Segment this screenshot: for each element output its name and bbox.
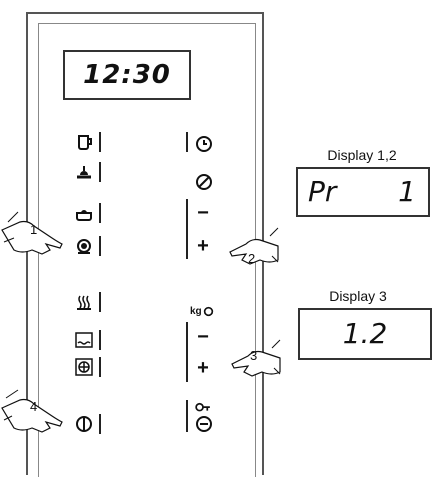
key-divider bbox=[186, 322, 188, 382]
kg-label: kg bbox=[190, 306, 202, 317]
key-divider bbox=[99, 414, 101, 434]
heat-bottom-icon[interactable] bbox=[74, 330, 94, 350]
key-divider bbox=[186, 132, 188, 152]
fan-icon[interactable] bbox=[74, 357, 94, 377]
key-divider bbox=[186, 400, 188, 432]
main-display: 12:30 bbox=[63, 50, 191, 100]
plus-button[interactable]: + bbox=[197, 235, 209, 257]
key-divider bbox=[186, 199, 188, 259]
minus-button[interactable]: − bbox=[197, 202, 209, 224]
defrost-jug-icon[interactable] bbox=[74, 132, 94, 152]
start-icon[interactable] bbox=[194, 414, 214, 434]
clock-icon[interactable] bbox=[194, 134, 214, 154]
steam-icon[interactable] bbox=[74, 292, 94, 312]
timer-icon[interactable] bbox=[194, 172, 214, 192]
kg-clock-icon bbox=[203, 306, 214, 317]
callout-1: 1 bbox=[30, 222, 38, 237]
power-icon[interactable] bbox=[74, 414, 94, 434]
minus-button[interactable]: − bbox=[197, 326, 209, 348]
pot-icon[interactable] bbox=[74, 203, 94, 223]
key-divider bbox=[99, 203, 101, 223]
callout-3: 3 bbox=[250, 348, 258, 363]
callout-2: 2 bbox=[248, 251, 256, 266]
display-12-left: Pr bbox=[308, 175, 337, 208]
key-divider bbox=[99, 330, 101, 350]
key-divider bbox=[99, 292, 101, 312]
display-12-label: Display 1,2 bbox=[327, 147, 397, 163]
grill-icon[interactable] bbox=[74, 236, 94, 256]
display-12-right: 1 bbox=[398, 175, 416, 208]
key-divider bbox=[99, 236, 101, 256]
key-divider bbox=[99, 357, 101, 377]
key-divider bbox=[99, 162, 101, 182]
callout-4: 4 bbox=[30, 399, 38, 414]
key-divider bbox=[99, 132, 101, 152]
display-12: Pr 1 bbox=[296, 167, 430, 217]
display-3-label: Display 3 bbox=[329, 288, 387, 304]
display-3: 1.2 bbox=[298, 308, 432, 360]
plate-icon[interactable] bbox=[74, 162, 94, 182]
plus-button[interactable]: + bbox=[197, 357, 209, 379]
key-lock-icon bbox=[195, 402, 210, 412]
